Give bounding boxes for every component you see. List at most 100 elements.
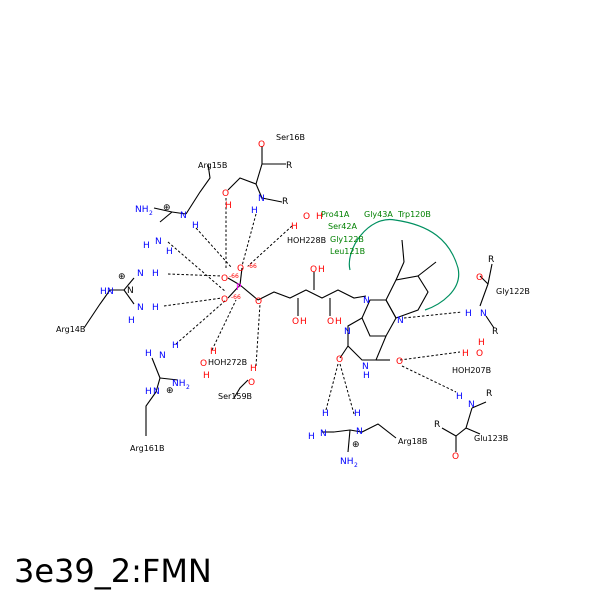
label-glu123b: Glu123B xyxy=(474,434,508,443)
atom-o-hoh272b: O xyxy=(200,359,207,369)
atom-n-ser16b: N xyxy=(258,194,265,204)
plus-arg15b: ⊕ xyxy=(163,203,171,213)
atom-n-arg14b-nh1: N xyxy=(137,269,144,279)
atom-h-n3-fmn: H xyxy=(363,371,370,381)
atom-h-arg14b-nh1: H xyxy=(152,269,159,279)
atom-o-phosphate-2: O xyxy=(237,264,244,274)
hydrophobic-leu121b: Leu121B xyxy=(330,247,365,256)
atom-r-glu123b: R xyxy=(486,389,492,399)
atom-nh2-arg161b: NH xyxy=(172,379,186,389)
atom-o-hoh207b: O xyxy=(476,349,483,359)
atom-h-ser16b-n: H xyxy=(251,206,258,216)
atom-nh2-arg15b: NH xyxy=(135,205,149,215)
hydrophobic-gly122b: Gly122B xyxy=(330,235,364,244)
atom-n-arg15b-nh: N xyxy=(155,237,162,247)
hydrophobic-trp120b: Trp120B xyxy=(397,210,431,219)
label-arg15b: Arg15B xyxy=(198,161,227,170)
atom-p-phosphate: P xyxy=(236,283,242,293)
atom-n3-fmn: N xyxy=(362,362,369,372)
atom-h-hoh272b-b: H xyxy=(203,371,210,381)
atom-h-hoh207b-a: H xyxy=(462,349,469,359)
atom-o4-fmn: O xyxy=(396,357,403,367)
atom-h-ser16b-og: H xyxy=(225,201,232,211)
atom-h-arg18b-2: H xyxy=(354,409,361,419)
charge-o1: -66 xyxy=(229,273,239,280)
atom-h-glu123b: H xyxy=(456,392,463,402)
charge-o2: -66 xyxy=(247,263,257,270)
structure-title: 3e39_2:FMN xyxy=(14,552,212,590)
atom-o-ribityl-2: O xyxy=(292,317,299,327)
atom-h-arg14b-nh2: H xyxy=(152,303,159,313)
atom-h-ribityl-2: H xyxy=(300,317,307,327)
hydrophobic-labels: Pro41A Gly43A Trp120B Ser42A Gly122B Leu… xyxy=(321,210,431,256)
atom-n-arg161b-nh1: N xyxy=(159,351,166,361)
atom-h-hoh228b-b: H xyxy=(291,222,298,232)
atom-o-ser16b-og: O xyxy=(222,189,229,199)
residue-labels: Ser16B Arg15B Arg14B Arg161B Ser159B HOH… xyxy=(56,133,530,453)
plus-arg18b: ⊕ xyxy=(352,440,360,450)
atom-r-gly122b: R xyxy=(488,255,494,265)
atom-c-arg14b: N xyxy=(127,286,134,296)
atom-n-arg14b-nh2: N xyxy=(137,303,144,313)
atom-o2-fmn: O xyxy=(336,355,343,365)
atom-nh2-sub-arg18b: 2 xyxy=(354,462,358,469)
label-hoh228b: HOH228B xyxy=(287,236,326,245)
atom-nh2-sub-arg15b: 2 xyxy=(149,210,153,217)
atom-n-arg14b-ne: N xyxy=(107,287,114,297)
atom-h-hoh272b-a: H xyxy=(210,347,217,357)
atom-h-ribityl-1: H xyxy=(318,265,325,275)
label-arg161b: Arg161B xyxy=(130,444,164,453)
atom-labels: O R O H N R H NH 2 ⊕ N H N H H ⊕ N H H N… xyxy=(100,140,498,469)
label-hoh272b: HOH272B xyxy=(208,358,247,367)
atom-h-hoh207b-b: H xyxy=(478,338,485,348)
atom-h-arg14b-ne: H xyxy=(100,287,107,297)
atom-h-arg15b-nh1: H xyxy=(143,241,150,251)
atom-nh2-arg18b: NH xyxy=(340,457,354,467)
atom-h-arg18b-3: H xyxy=(308,432,315,442)
atom-h-gly122b: H xyxy=(465,309,472,319)
hydrophobic-gly43a: Gly43A xyxy=(364,210,393,219)
hydrophobic-contact-arc xyxy=(348,219,460,311)
atom-h-arg14b-nh2b: H xyxy=(128,316,135,326)
atom-o-phosphate-3: O xyxy=(221,295,228,305)
atom-h-arg15b-ne: H xyxy=(192,221,199,231)
atom-h-arg161b-2: H xyxy=(172,341,179,351)
atom-o-gly122b: O xyxy=(476,273,483,283)
plus-arg14b: ⊕ xyxy=(118,272,126,282)
atom-r-glu123b-c: R xyxy=(434,420,440,430)
atom-h-arg161b-ne: H xyxy=(145,387,152,397)
atom-h-ser159b: H xyxy=(250,364,257,374)
atom-n-glu123b: N xyxy=(468,400,475,410)
atom-n-arg18b-ne: N xyxy=(356,427,363,437)
label-ser159b: Ser159B xyxy=(218,392,252,401)
atom-o-glu123b: O xyxy=(452,452,459,462)
plus-arg161b: ⊕ xyxy=(166,386,174,396)
atom-h-ribityl-3: H xyxy=(335,317,342,327)
atom-h-arg18b-1: H xyxy=(322,409,329,419)
phosphate-group xyxy=(227,267,259,301)
atom-n1-fmn: N xyxy=(344,327,351,337)
fmn-ligand-bonds xyxy=(257,239,437,361)
atom-nh2-sub-arg161b: 2 xyxy=(186,384,190,391)
atom-o-phosphate-1: O xyxy=(221,274,228,284)
hydrophobic-pro41a: Pro41A xyxy=(321,210,350,219)
atom-n-arg18b-nh1: N xyxy=(320,429,327,439)
atom-o-phosphate-ester: O xyxy=(255,297,262,307)
atom-n-arg161b-ne: N xyxy=(153,387,160,397)
hydrophobic-ser42a: Ser42A xyxy=(328,222,357,231)
atom-o-hoh228b: O xyxy=(303,212,310,222)
label-arg18b: Arg18B xyxy=(398,437,427,446)
atom-r-ser16b: R xyxy=(286,161,292,171)
atom-n10-fmn: N xyxy=(363,296,370,306)
atom-n-arg15b-ne: N xyxy=(180,211,187,221)
atom-r-gly122b-n: R xyxy=(492,327,498,337)
atom-o-ser16b-carbonyl: O xyxy=(258,140,265,150)
label-hoh207b: HOH207B xyxy=(452,366,491,375)
residue-skeletons xyxy=(83,146,495,453)
label-gly122b: Gly122B xyxy=(496,287,530,296)
atom-h-arg15b-nh2: H xyxy=(166,247,173,257)
atom-n5-fmn: N xyxy=(397,316,404,326)
atom-n-gly122b: N xyxy=(480,309,487,319)
